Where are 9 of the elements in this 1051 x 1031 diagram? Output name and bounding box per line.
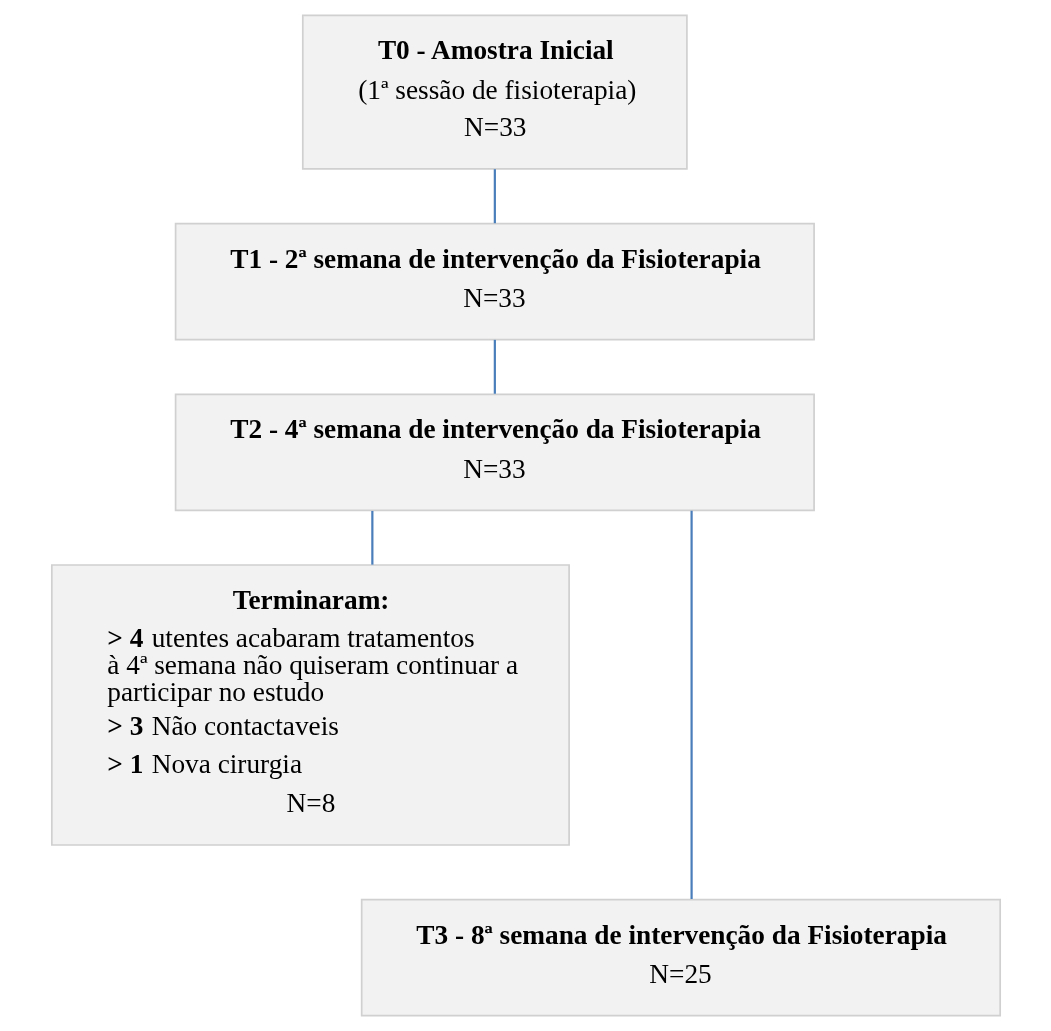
connector [370, 510, 373, 565]
node-box: T1 - 2ª semana de intervenção da Fisioterapia N=33 [174, 222, 815, 341]
node-box: T2 - 4ª semana de intervenção da Fisioterapia N=33 [174, 393, 815, 512]
node-box: Terminaram: > 4 utentes acabaram tratamentos à 4ª semana não quiseram continuar a participar no estudo > 3 Não contactaveis > 1 Nova cirurgia N=8 [50, 564, 570, 846]
node-box: T3 - 8ª semana de intervenção da Fisioterapia N=25 [360, 898, 1001, 1017]
node-box: T0 - Amostra Inicial (1ª sessão de fisioterapia) N=33 [301, 14, 688, 170]
connector [690, 510, 693, 899]
connector [493, 169, 496, 224]
connector [493, 339, 496, 394]
